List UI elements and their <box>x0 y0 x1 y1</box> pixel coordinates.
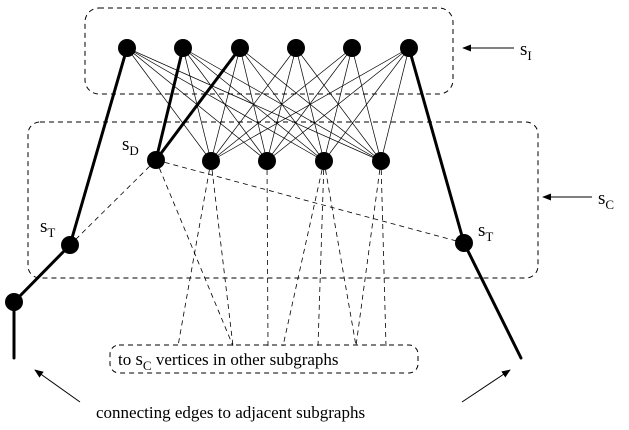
s-d-label: sD <box>122 134 139 158</box>
vertex-s-i-1 <box>118 39 136 57</box>
edge-top-4-mid-1 <box>210 47 297 162</box>
s-t-right-label: sT <box>478 220 493 244</box>
s-i-label: sI <box>520 39 532 63</box>
edge-top-3-mid-1 <box>210 47 241 162</box>
dashed-edge-to-other-subgraphs-4 <box>266 160 269 347</box>
vertex-s-c-4 <box>372 152 390 170</box>
dashed-edge-sd-st-left <box>69 159 157 246</box>
thick-edge-top3-sd <box>154 46 242 162</box>
vertex-s-i-5 <box>343 39 361 57</box>
vertices <box>5 39 473 311</box>
edge-top-5-mid-1 <box>210 47 353 162</box>
vertex-s-t-left <box>61 236 79 254</box>
other-subgraphs-label: to sC vertices in other subgraphs <box>118 349 339 373</box>
edge-top-6-mid-3 <box>323 47 410 162</box>
thick-edges <box>12 46 523 360</box>
other-subgraphs-label-box <box>109 344 419 374</box>
thick-edge-top1-st-left <box>68 46 129 247</box>
connecting-edges-label: connecting edges to adjacent subgraphs <box>96 403 365 422</box>
dashed-edge-to-other-subgraphs-7 <box>323 160 357 347</box>
dashed-edge-to-other-subgraphs-5 <box>282 160 325 347</box>
thick-edge-top2-sd <box>154 46 185 162</box>
s-t-left-label: sT <box>40 216 55 240</box>
left-connecting-arrow <box>34 369 81 403</box>
edge-top-6-mid-1 <box>210 47 410 162</box>
dashed-edges <box>69 159 465 347</box>
s-i-box <box>84 7 454 95</box>
dashed-edge-to-other-subgraphs-9 <box>380 160 387 347</box>
vertex-s-i-4 <box>287 39 305 57</box>
vertex-s-i-2 <box>174 39 192 57</box>
vertex-s-i-3 <box>231 39 249 57</box>
vertex-adjacent-left <box>5 293 23 311</box>
thick-edge-right-exit <box>462 241 523 360</box>
dashed-edge-sd-st-right <box>155 159 465 244</box>
dashed-edge-to-other-subgraphs-6 <box>317 160 325 347</box>
edge-top-6-mid-4 <box>380 47 410 162</box>
thick-edge-st-left-outer <box>12 243 72 304</box>
dashed-edge-to-other-subgraphs-3 <box>210 160 234 347</box>
vertex-s-t-right <box>455 234 473 252</box>
s-c-box <box>27 121 539 279</box>
edge-top-6-mid-2 <box>266 47 410 162</box>
vertex-s-d <box>147 151 165 169</box>
vertex-s-c-1 <box>202 152 220 170</box>
s-c-label: sC <box>598 188 614 212</box>
thick-edge-top6-st-right <box>407 46 466 245</box>
dashed-edge-to-other-subgraphs-2 <box>177 160 212 347</box>
dashed-edge-to-other-subgraphs-8 <box>355 160 382 347</box>
vertex-s-c-3 <box>315 152 333 170</box>
right-connecting-arrow <box>461 369 511 403</box>
vertex-s-c-2 <box>258 152 276 170</box>
edge-top-2-mid-2 <box>182 47 268 162</box>
vertex-s-i-6 <box>400 39 418 57</box>
